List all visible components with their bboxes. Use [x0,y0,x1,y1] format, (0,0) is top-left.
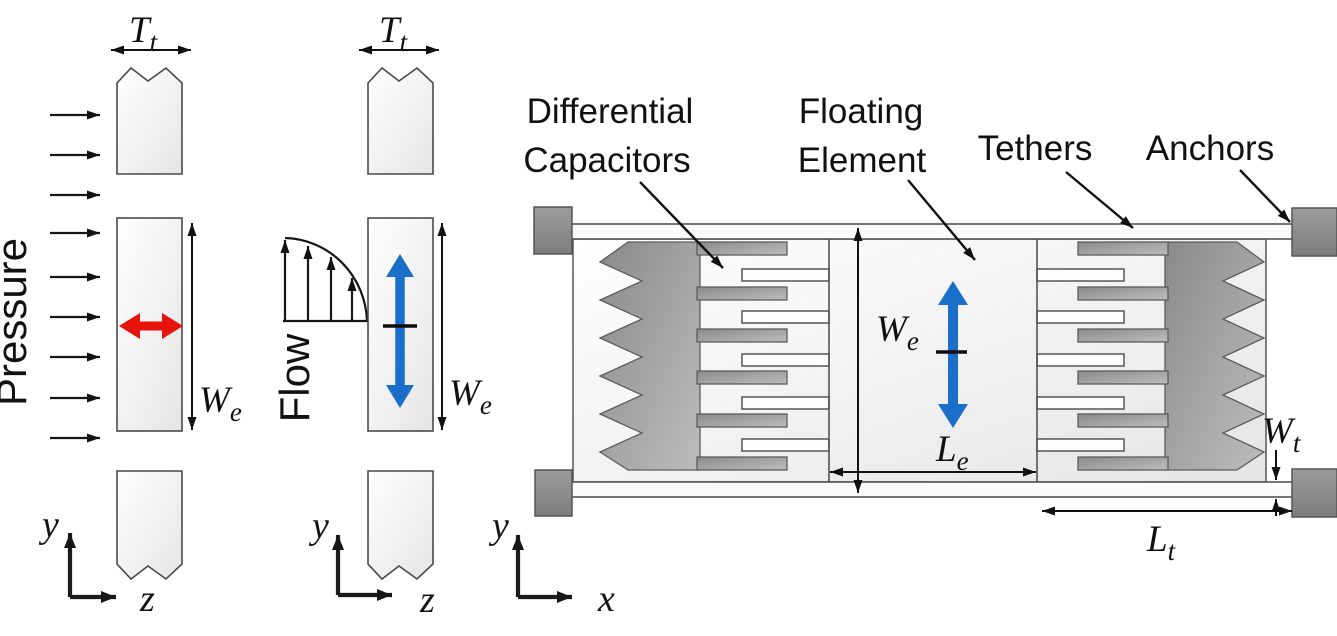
element-finger [741,268,830,282]
fixed-finger [696,413,788,428]
callout-text: Capacitors [523,141,690,180]
fixed-finger [1077,286,1169,301]
pressure-view-axes: y z [38,504,155,620]
profile-envelope [284,236,369,322]
element-finger [741,353,830,367]
callout-arrow [639,181,724,269]
y-axis-label: y [308,505,329,547]
tether-cross-section-bottom [367,470,434,581]
tether-cross-section-top [116,66,183,175]
dim-tether-thickness: Tt [359,10,439,57]
blue-arrow-head-bottom [938,404,968,428]
flow-view-panel: Flow Tt We y z [271,10,492,621]
element-finger [1036,353,1125,367]
blue-arrow-head-top [386,254,414,277]
element-finger [1036,268,1125,282]
callout-arrow [1239,169,1291,223]
dim-label-Lt: Lt [1146,519,1177,566]
fixed-electrode-left [598,241,701,471]
flow-view-axes: y z [308,505,435,621]
pressure-displacement-arrow [119,313,183,339]
dim-tether-thickness: Tt [111,10,191,57]
dim-label-We: We [199,380,242,427]
fixed-finger [1077,241,1169,256]
dim-label-Tt: Tt [379,10,409,57]
dim-tether-width: Wt [1262,411,1302,516]
pressure-load-arrows [50,110,100,443]
flow-displacement-arrow [386,254,414,408]
fixed-comb-fingers-left [696,241,788,471]
dim-label-Wt: Wt [1262,411,1302,458]
fixed-finger [1077,456,1169,471]
callout-text: Tethers [978,129,1093,168]
y-axis-label: y [488,505,509,547]
flow-velocity-profile [280,236,369,323]
plan-view-panel: We Le Lt Wt Differential Capacitors [488,92,1337,620]
plan-view-axes: y x [488,505,615,620]
dim-element-length: Le [830,429,1036,477]
red-arrow-head-left [119,313,140,339]
red-arrow-head-right [162,313,183,339]
tether-cross-section-top [367,66,434,175]
z-axis-label: z [419,579,435,621]
dim-element-width: We [187,223,242,430]
z-axis-label: z [139,578,155,620]
tether-top [567,223,1298,240]
callout-text: Differential [527,92,694,131]
callout-text: Element [798,141,927,180]
element-finger [1036,396,1125,410]
fixed-electrode-right [1164,241,1266,471]
anchor-bottom-left [534,469,573,517]
tether-cross-section-bottom [116,470,183,581]
dim-element-width: We [853,228,919,493]
fixed-finger [696,456,788,471]
flow-label: Flow [271,333,318,422]
callout-arrow [1065,171,1134,229]
tether-bottom [567,481,1298,498]
dim-label-We: We [876,309,919,356]
fixed-finger [696,241,788,256]
y-axis-label: y [38,504,59,546]
element-comb-fingers-right [1036,268,1125,452]
dim-tether-length: Lt [1042,506,1292,566]
callout-tethers: Tethers [978,129,1134,229]
element-finger [741,438,830,452]
callout-arrow [907,179,976,261]
element-finger [741,310,830,324]
blue-arrow-head-top [938,281,968,305]
dim-label-We: We [449,373,492,420]
fixed-finger [696,370,788,385]
callout-text: Floating [799,92,924,131]
pressure-view-panel: Pressure Tt We [0,10,242,620]
anchor-bottom-right [1291,468,1337,518]
blue-arrow-head-bottom [386,385,414,408]
element-finger [1036,310,1125,324]
callout-floating-element: Floating Element [798,92,976,261]
dim-label-Tt: Tt [129,10,159,57]
pressure-label: Pressure [0,238,35,406]
x-axis-label: x [597,578,615,620]
element-finger [1036,438,1125,452]
fixed-comb-fingers-right [1077,241,1169,471]
flow-displacement-arrow [938,281,968,428]
dim-label-Le: Le [935,429,969,476]
element-finger [741,396,830,410]
callout-anchors: Anchors [1146,129,1291,223]
fixed-finger [696,286,788,301]
fixed-finger [1077,413,1169,428]
fixed-finger [696,328,788,343]
dim-element-width: We [437,223,492,430]
callout-text: Anchors [1146,129,1274,168]
fixed-finger [1077,328,1169,343]
callout-differential-capacitors: Differential Capacitors [523,92,724,269]
fixed-finger [1077,370,1169,385]
anchor-top-left [533,206,573,255]
anchor-top-right [1291,207,1337,257]
